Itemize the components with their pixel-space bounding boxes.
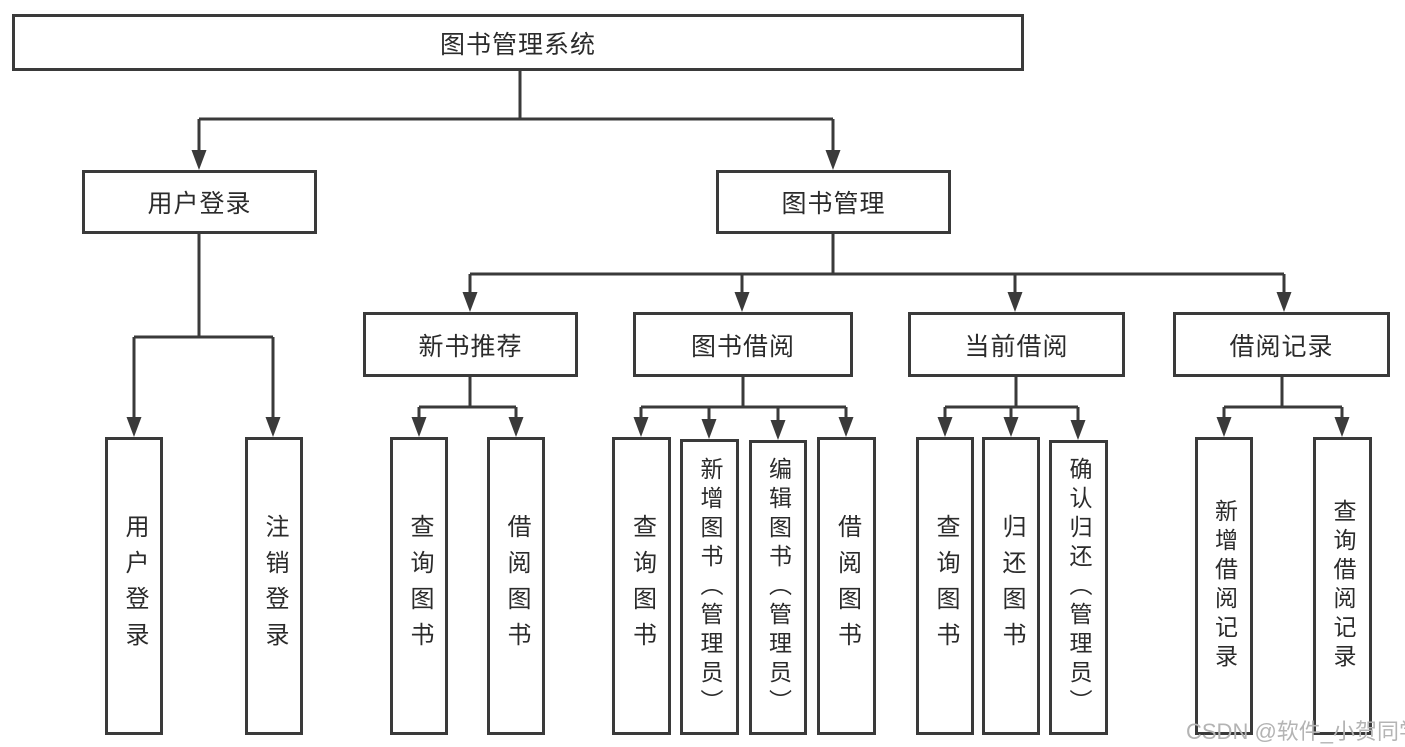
node-user-login: 用户登录 [82,170,317,234]
arrowheads [126,150,1350,440]
leaf-query-books: 查询图书 [612,437,671,735]
leaf-label: 新增借阅记录 [1211,499,1238,673]
leaf-add-borrow-record: 新增借阅记录 [1195,437,1253,735]
leaf-label: 查询图书 [628,514,656,658]
leaf-confirm-return-admin: 确认归还（管理员） [1049,440,1108,735]
leaf-label: 确认归还（管理员） [1066,457,1092,718]
csdn-watermark: CSDN @软件_小贺同学 [1186,719,1405,744]
leaf-borrow-books: 借阅图书 [817,437,876,735]
leaf-query-books: 查询图书 [916,437,974,735]
node-label: 当前借阅 [964,332,1069,361]
node-label: 新书推荐 [418,332,523,361]
node-book-borrowing: 图书借阅 [633,312,853,377]
node-label: 借阅记录 [1229,332,1334,361]
leaf-label: 用户登录 [121,514,148,658]
leaf-query-borrow-record: 查询借阅记录 [1313,437,1372,735]
leaf-label: 注销登录 [261,514,288,658]
leaf-label: 查询图书 [932,514,959,658]
node-label: 图书借阅 [690,332,795,361]
leaf-return-books: 归还图书 [982,437,1040,735]
leaf-label: 借阅图书 [503,514,530,658]
leaf-borrow-books: 借阅图书 [487,437,545,735]
node-book-management: 图书管理 [716,170,951,234]
leaf-user-login: 用户登录 [105,437,163,735]
leaf-label: 借阅图书 [833,514,861,658]
node-label: 图书管理系统 [439,30,596,59]
node-library-management-system: 图书管理系统 [12,14,1024,71]
leaf-query-books: 查询图书 [390,437,448,735]
leaf-label: 查询图书 [406,514,433,658]
node-new-book-recommendation: 新书推荐 [363,312,578,377]
node-current-borrowing: 当前借阅 [908,312,1125,377]
node-borrowing-records: 借阅记录 [1173,312,1390,377]
leaf-label: 归还图书 [998,514,1025,658]
leaf-logout: 注销登录 [245,437,303,735]
leaf-label: 编辑图书（管理员） [765,457,792,718]
node-label: 图书管理 [781,190,886,218]
leaf-label: 查询借阅记录 [1330,499,1356,673]
connector-shafts [132,70,1344,422]
node-label: 用户登录 [147,190,252,218]
leaf-label: 新增图书（管理员） [697,456,723,718]
leaf-edit-books-admin: 编辑图书（管理员） [749,440,807,735]
leaf-add-books-admin: 新增图书（管理员） [680,439,739,735]
